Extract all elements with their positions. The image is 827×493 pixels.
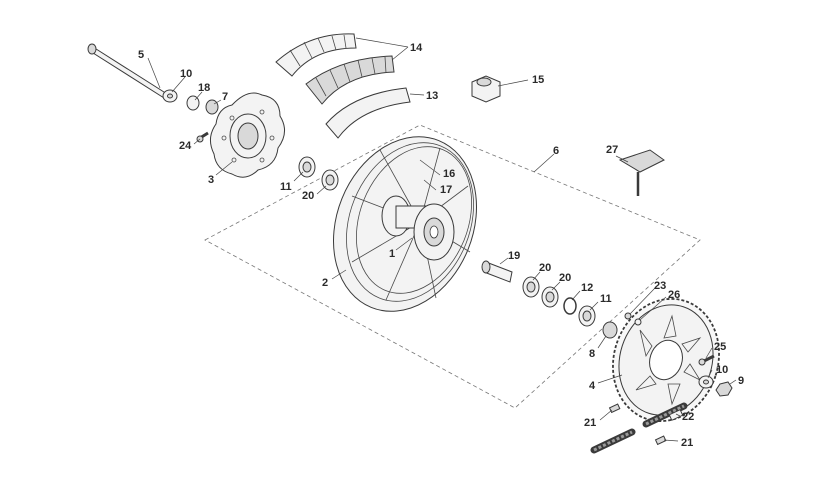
assembly-boundary bbox=[204, 124, 701, 409]
callout-9: 9 bbox=[738, 375, 744, 387]
circlip bbox=[563, 297, 577, 315]
callout-21-bottom: 21 bbox=[681, 437, 693, 449]
callout-27: 27 bbox=[606, 144, 618, 156]
callout-24: 24 bbox=[179, 140, 192, 152]
callout-2: 2 bbox=[322, 277, 328, 289]
callout-19: 19 bbox=[508, 250, 520, 262]
callout-18: 18 bbox=[198, 82, 210, 94]
drive-chain bbox=[590, 402, 688, 454]
callout-15: 15 bbox=[532, 74, 544, 86]
sprocket-nut-23 bbox=[624, 312, 632, 320]
inner-tube bbox=[325, 87, 411, 139]
callout-7: 7 bbox=[222, 91, 228, 103]
callout-14: 14 bbox=[410, 42, 423, 54]
spacer-8 bbox=[602, 321, 618, 339]
callout-16: 16 bbox=[443, 168, 455, 180]
valve-block bbox=[471, 75, 501, 103]
callout-20-left: 20 bbox=[302, 190, 314, 202]
callout-20-right: 20 bbox=[559, 272, 571, 284]
disc-bolt bbox=[196, 131, 209, 143]
spacer-19 bbox=[481, 260, 513, 283]
callout-11-left: 11 bbox=[280, 181, 292, 193]
callout-5: 5 bbox=[138, 49, 144, 61]
spacer-18 bbox=[186, 95, 200, 111]
chain-clip-bottom bbox=[654, 435, 667, 446]
callout-1: 1 bbox=[389, 248, 395, 260]
sprocket-bolt bbox=[698, 354, 715, 366]
brake-disc bbox=[210, 92, 285, 178]
sprocket-washer-26 bbox=[634, 318, 642, 326]
chain-link-22 bbox=[668, 409, 684, 421]
wheel-hub bbox=[381, 195, 455, 261]
callout-10-bottom: 10 bbox=[716, 364, 728, 376]
callout-25: 25 bbox=[714, 341, 726, 353]
rear-sprocket bbox=[612, 297, 720, 423]
callout-4: 4 bbox=[589, 380, 596, 392]
callout-11-right: 11 bbox=[600, 293, 612, 305]
callout-12: 12 bbox=[581, 282, 593, 294]
callout-22: 22 bbox=[682, 411, 694, 423]
axle bbox=[87, 43, 167, 98]
spacer-7 bbox=[205, 99, 219, 115]
callout-6: 6 bbox=[553, 145, 559, 157]
sprocket-nut bbox=[715, 381, 733, 397]
tyre bbox=[275, 33, 395, 105]
callout-labels: 1 2 3 4 5 6 7 8 9 10 10 11 11 12 13 14 1… bbox=[138, 42, 744, 449]
callout-3: 3 bbox=[208, 174, 214, 186]
callout-10-top: 10 bbox=[180, 68, 192, 80]
tube-valve bbox=[618, 149, 665, 196]
callout-13: 13 bbox=[426, 90, 438, 102]
callout-23: 23 bbox=[654, 280, 666, 292]
callout-21-top: 21 bbox=[584, 417, 596, 429]
callout-20-mid: 20 bbox=[539, 262, 551, 274]
callout-17: 17 bbox=[440, 184, 452, 196]
leader-lines bbox=[147, 37, 737, 442]
callout-8: 8 bbox=[589, 348, 595, 360]
callout-26: 26 bbox=[668, 289, 680, 301]
